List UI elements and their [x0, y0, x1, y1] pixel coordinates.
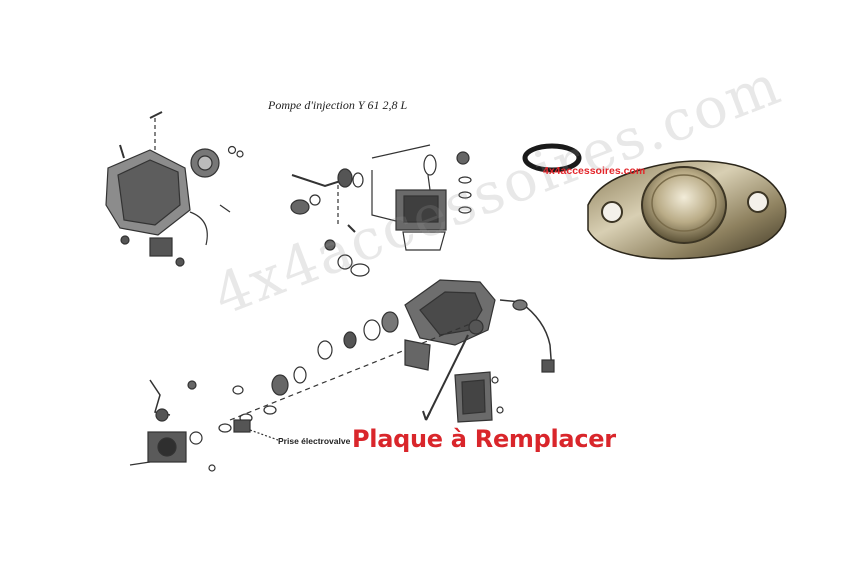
brand-label: 4x4accessoires.com	[543, 165, 646, 177]
replacement-plate-photo	[522, 143, 787, 260]
top-components	[290, 144, 472, 277]
electrovalve-label: Prise électrovalve	[278, 436, 351, 446]
lower-components	[129, 366, 307, 472]
o-ring	[522, 143, 582, 173]
replacement-callout: Plaque à Remplacer	[352, 425, 616, 453]
pump-assembly-overview	[105, 111, 244, 267]
pump-body-exploded	[229, 279, 555, 423]
diagram-title: Pompe d'injection Y 61 2,8 L	[268, 98, 408, 112]
